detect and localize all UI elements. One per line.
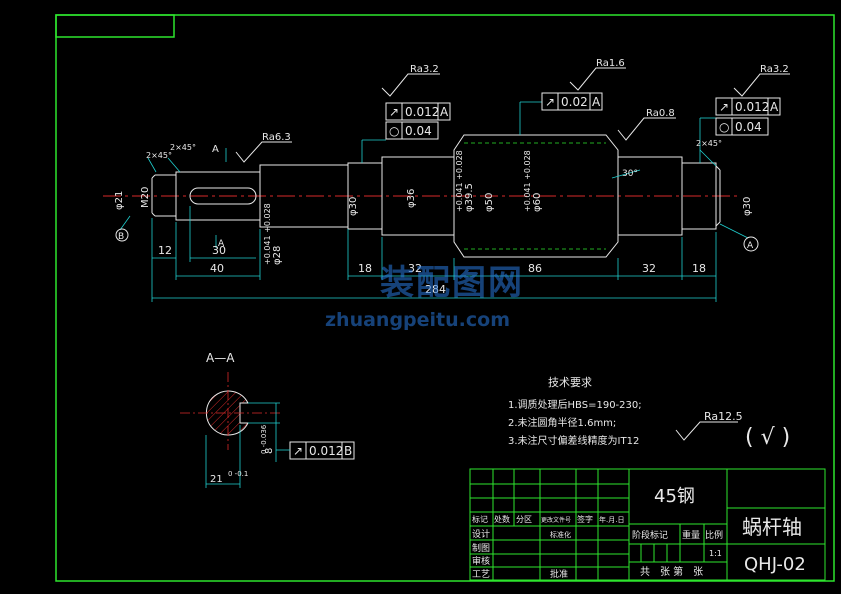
dim-86: 86 <box>528 262 542 275</box>
scale-value: 1:1 <box>709 549 722 558</box>
tol3-symbol: ↗ <box>545 95 555 109</box>
datum-b-mark: B <box>118 232 124 242</box>
sheets-label: 共 张 第 张 <box>640 565 703 578</box>
tol2-symbol: ○ <box>389 124 399 138</box>
tech-item-2: 2.未注圆角半径1.6mm; <box>508 416 616 429</box>
dim-phi60: φ60 <box>532 193 543 212</box>
dim-phi50: φ50 <box>484 193 495 212</box>
scale-label: 比例 <box>705 529 723 541</box>
label-standard: 标准化 <box>550 530 571 539</box>
label-approve: 批准 <box>550 568 568 580</box>
dim-phi30b: φ30 <box>742 197 753 216</box>
dim-12: 12 <box>158 244 172 257</box>
row-label-zone: 分区 <box>516 515 532 524</box>
tol1-value: 0.012 <box>405 105 439 119</box>
label-design: 设计 <box>472 528 490 540</box>
dim-32a: 32 <box>408 262 422 275</box>
tol4-datum: A <box>770 100 779 114</box>
corner-tag-box <box>55 14 175 38</box>
outer-frame <box>55 14 835 582</box>
dim-30: 30 <box>212 244 226 257</box>
tech-item-1: 1.调质处理后HBS=190-230; <box>508 399 642 411</box>
stage-label: 阶段标记 <box>632 529 668 541</box>
dim-chamfer-l2: 2×45° <box>170 143 196 152</box>
material: 45钢 <box>654 486 695 507</box>
roughness-symbols <box>235 67 790 441</box>
label-process: 工艺 <box>472 569 490 580</box>
dim-32b: 32 <box>642 262 656 275</box>
section-a-top-mark: A <box>212 144 219 155</box>
roughness-general: Ra12.5 <box>704 410 743 423</box>
row-label-mark: 标记 <box>472 514 488 524</box>
label-drafting: 制图 <box>472 542 490 554</box>
dim-total: 284 <box>425 283 446 296</box>
roughness-ra63: Ra6.3 <box>262 132 291 143</box>
dim-phi39: φ39.5 <box>464 183 475 212</box>
sec-depth-tol: 0 -0.1 <box>228 470 248 478</box>
dim-phi39-tol: +0.041 +0.028 <box>455 150 464 212</box>
tol6-value: 0.012 <box>309 444 343 458</box>
dim-phi30a: φ30 <box>348 197 359 216</box>
dim-phi60-tol: +0.041 +0.028 <box>523 150 532 212</box>
row-label-change: 更改文件号 <box>541 516 571 524</box>
part-name: 蜗杆轴 <box>742 515 802 539</box>
dim-phi21: φ21 <box>114 191 125 210</box>
sec-width-tol: 0 -0.036 <box>260 424 268 454</box>
tol4-value: 0.012 <box>735 100 769 114</box>
sec-width: 8 <box>264 448 275 454</box>
datum-a-mark: A <box>747 241 754 251</box>
roughness-general-symbol: ( √ ) <box>745 425 790 450</box>
dim-40: 40 <box>210 262 224 275</box>
weight-label: 重量 <box>682 529 700 541</box>
tol5-symbol: ○ <box>719 120 729 134</box>
dim-phi36: φ36 <box>406 189 417 208</box>
tol6-symbol: ↗ <box>293 444 303 458</box>
datum-circles <box>115 228 759 252</box>
title-block <box>469 468 826 581</box>
roughness-ra32-right: Ra3.2 <box>760 64 789 75</box>
dim-phi28-tol: +0.041 +0.028 <box>263 203 272 265</box>
section-title: A—A <box>206 351 235 365</box>
section-a-bottom-mark: A <box>218 239 225 249</box>
drawing-number: QHJ-02 <box>744 554 806 575</box>
section-view <box>180 372 280 450</box>
tol1-symbol: ↗ <box>389 105 399 119</box>
dim-angle: 30° <box>622 169 638 179</box>
tol1-datum: A <box>440 105 449 119</box>
tech-heading: 技术要求 <box>548 376 592 389</box>
tol5-value: 0.04 <box>735 120 762 134</box>
row-label-count: 处数 <box>494 514 510 524</box>
dim-18a: 18 <box>358 262 372 275</box>
section-dims <box>205 402 290 488</box>
tolerance-frames <box>289 92 781 460</box>
shaft-outline <box>151 134 721 258</box>
tol4-symbol: ↗ <box>719 100 729 114</box>
roughness-ra08: Ra0.8 <box>646 108 675 119</box>
tol6-datum: B <box>344 444 352 458</box>
dim-chamfer-l1: 2×45° <box>146 151 172 160</box>
dim-chamfer-r: 2×45° <box>696 139 722 148</box>
tol2-value: 0.04 <box>405 124 432 138</box>
roughness-ra32-left: Ra3.2 <box>410 64 439 75</box>
dim-phi28: φ28 <box>272 246 283 265</box>
dim-m20: M20 <box>140 187 151 208</box>
roughness-ra16: Ra1.6 <box>596 58 625 69</box>
sec-depth: 21 <box>210 474 223 485</box>
row-label-date: 年.月.日 <box>599 515 624 524</box>
label-review: 审核 <box>472 555 490 567</box>
dim-18b: 18 <box>692 262 706 275</box>
worm-hidden-lines <box>464 142 606 250</box>
tol3-value: 0.02 <box>561 95 588 109</box>
row-label-sign: 签字 <box>577 514 593 524</box>
tol3-datum: A <box>592 95 601 109</box>
dimension-lines <box>119 101 749 302</box>
tech-item-3: 3.未注尺寸偏差线精度为IT12 <box>508 434 639 447</box>
